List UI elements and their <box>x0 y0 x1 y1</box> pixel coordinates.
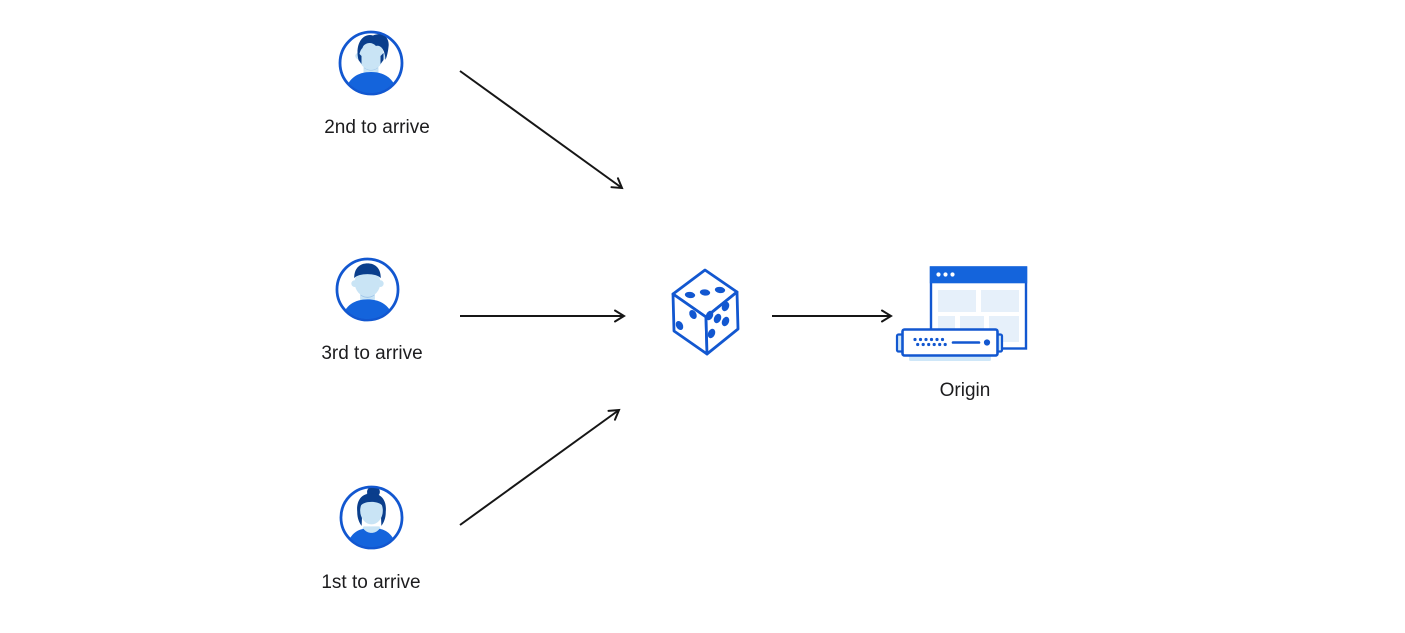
arrow-client1-to-dice <box>459 408 621 526</box>
client-node-3rd <box>334 256 401 328</box>
arrow-client2-to-dice <box>459 70 624 190</box>
router-node <box>666 267 744 362</box>
user-avatar-icon <box>338 30 404 96</box>
origin-label: Origin <box>939 380 991 401</box>
user-avatar-icon <box>339 485 404 550</box>
client-label-1st: 1st to arrive <box>321 572 421 593</box>
user-avatar-icon <box>335 257 400 322</box>
origin-server-browser-icon <box>895 266 1028 361</box>
client-node-2nd <box>337 29 405 102</box>
client-node-1st <box>338 484 405 556</box>
client-label-2nd: 2nd to arrive <box>324 117 430 138</box>
client-label-3rd: 3rd to arrive <box>321 343 423 364</box>
dice-icon <box>671 268 740 356</box>
origin-node <box>890 262 1030 372</box>
